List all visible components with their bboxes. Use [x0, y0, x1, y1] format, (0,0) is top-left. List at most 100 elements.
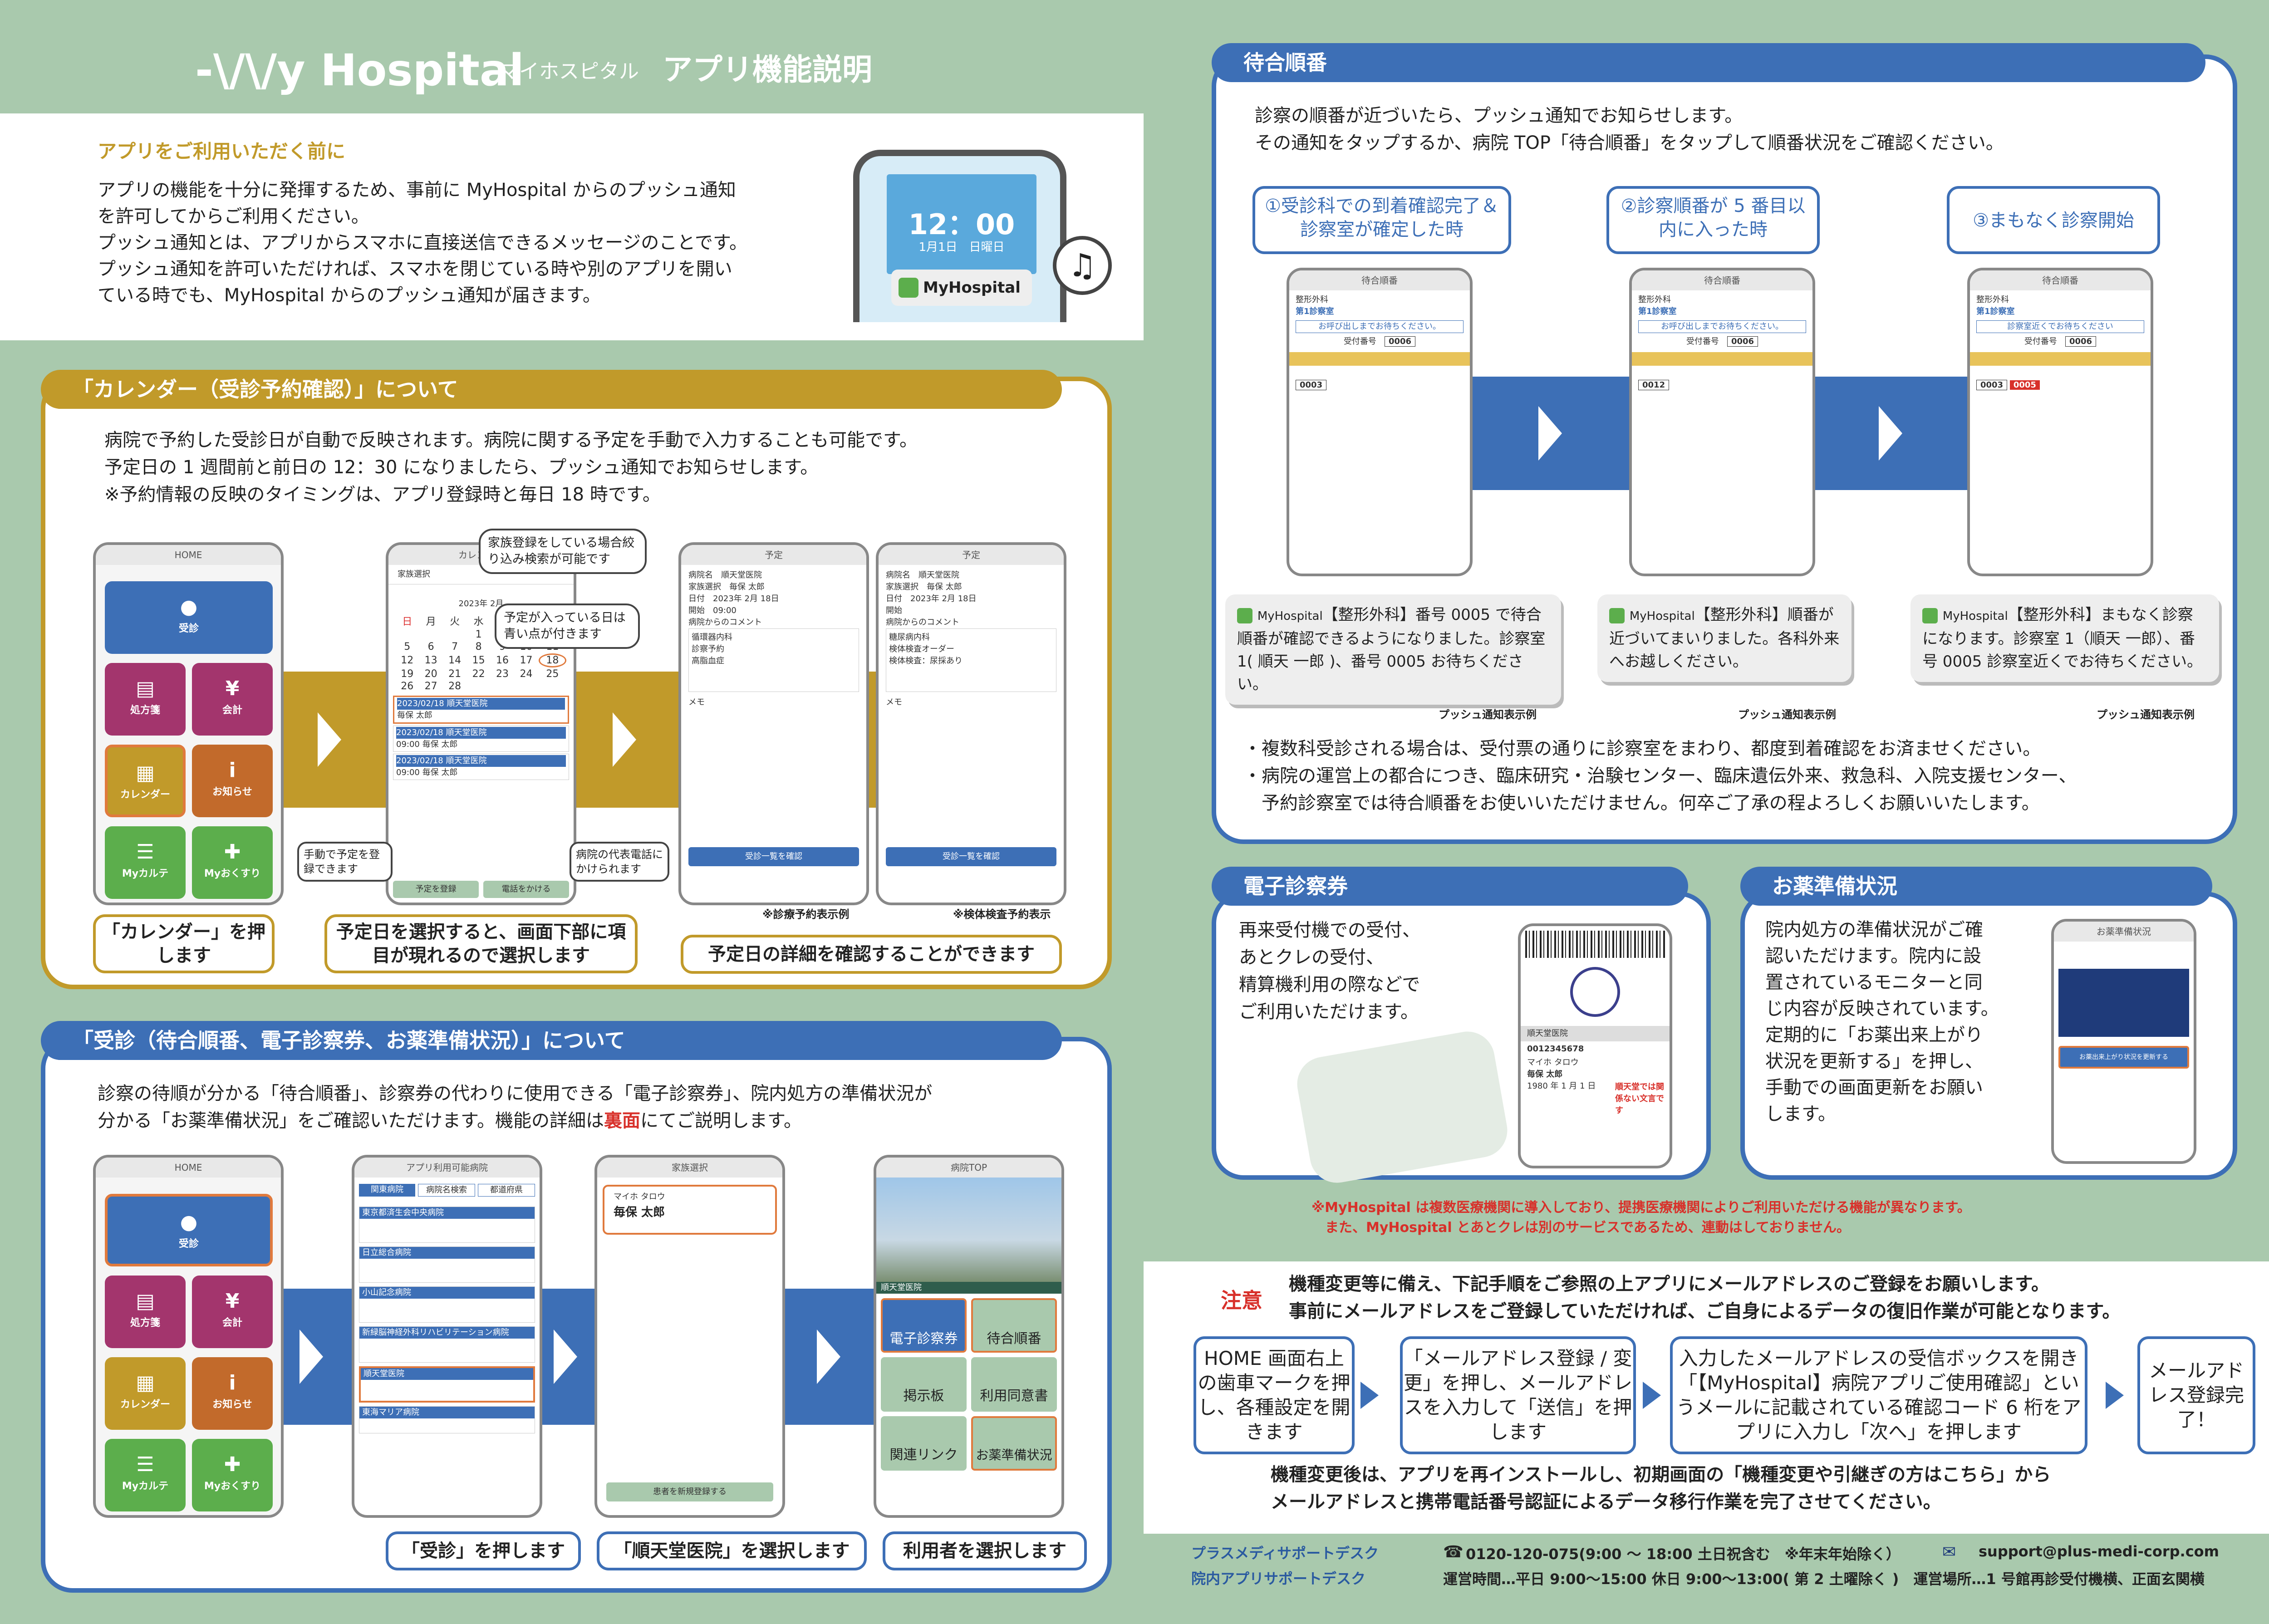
caution-step-2: 「メールアドレス登録 / 変更」を押し、メールアドレスを入力して「送信」を押しま… — [1400, 1336, 1636, 1454]
day[interactable]: 8 — [475, 641, 482, 653]
disclaimer-line: また、MyHospital とあとクレは別のサービスであるため、連動はしておりま… — [1325, 1220, 1851, 1236]
myhospital-icon — [1609, 608, 1625, 623]
e-card-button[interactable]: 電子診察券 — [881, 1298, 967, 1353]
detail-row: 日付 2023年 2月 18日 — [688, 594, 779, 603]
tab-prefecture[interactable]: 都道府県 — [478, 1184, 535, 1197]
weekday: 水 — [473, 616, 484, 628]
day[interactable]: 1 — [475, 629, 482, 640]
day[interactable] — [491, 681, 514, 692]
day[interactable]: 7 — [452, 641, 458, 653]
weekday: 火 — [450, 616, 460, 628]
disclaimer: ※MyHospital は複数医療機関に導入しており、提携医療機関によりご利用い… — [1311, 1198, 1971, 1238]
caution-after-line: 機種変更後は、アプリを再インストールし、初期画面の「機種変更や引継ぎの方はこちら… — [1271, 1464, 2051, 1485]
machi-line: その通知をタップするか、病院 TOP「待合順番」をタップして順番状況をご確認くだ… — [1255, 132, 2004, 153]
jushin-text: 診察の待順が分かる「待合順番」、診察券の代わりに使用できる「電子診察券」、院内処… — [98, 1080, 932, 1134]
room: 第1診察室 — [1296, 307, 1334, 316]
calendar-line: 病院で予約した受診日が自動で反映されます。病院に関する予定を手動で入力することも… — [104, 430, 918, 451]
bullet: ・病院の運営上の都合につき、臨床研究・治験センター、臨床遺伝外来、救急科、入院支… — [1243, 765, 2077, 786]
day[interactable]: 13 — [424, 655, 437, 666]
day[interactable]: 17 — [520, 655, 533, 666]
day[interactable] — [396, 629, 418, 640]
day[interactable]: 21 — [448, 668, 462, 680]
list-button[interactable]: 受診一覧を確認 — [886, 847, 1056, 866]
medicine-screen: お薬準備状況 お薬出来上がり状況を更新する — [2051, 919, 2196, 1164]
day[interactable]: 14 — [448, 655, 462, 666]
family-member[interactable]: マイホ タロウ 毎保 太郎 — [603, 1185, 777, 1235]
family-select[interactable]: 家族選択 — [388, 565, 574, 584]
tab-search[interactable]: 病院名検索 — [418, 1184, 475, 1197]
day[interactable] — [467, 681, 490, 692]
day[interactable]: 23 — [496, 668, 509, 680]
hospital-item[interactable]: 東海マリア病院 — [359, 1406, 535, 1433]
day[interactable]: 28 — [448, 681, 462, 692]
day[interactable]: 24 — [520, 668, 533, 680]
day[interactable] — [419, 629, 442, 640]
tile-prescription[interactable]: ▤処方箋 — [105, 1276, 186, 1348]
consent-button[interactable]: 利用同意書 — [971, 1357, 1057, 1412]
day[interactable]: 22 — [472, 668, 485, 680]
hospital-item[interactable]: 新緑脳神経外科リハビリテーション病院 — [359, 1326, 535, 1363]
push-note: プッシュ通知表示例 — [1439, 708, 1537, 721]
tile-mykarte[interactable]: ☰Myカルテ — [105, 1439, 186, 1511]
call-button[interactable]: 電話をかける — [483, 881, 569, 898]
day[interactable] — [539, 681, 566, 692]
day[interactable]: 27 — [424, 681, 437, 692]
day[interactable] — [515, 681, 537, 692]
tile-prescription[interactable]: ▤処方箋 — [105, 663, 186, 736]
day[interactable]: 25 — [546, 668, 559, 680]
tile-jushin[interactable]: ●受診 — [105, 581, 273, 654]
current-number: 0003 — [1296, 380, 1327, 390]
day[interactable]: 16 — [496, 655, 509, 666]
day[interactable]: 19 — [401, 668, 414, 680]
tile-calendar[interactable]: ▦カレンダー — [105, 745, 186, 817]
tile-payment[interactable]: ¥会計 — [192, 663, 273, 736]
page-title: アプリ機能説明 — [663, 52, 872, 87]
register-patient-button[interactable]: 患者を新規登録する — [606, 1482, 773, 1501]
tile-mykarte[interactable]: ☰Myカルテ — [105, 826, 186, 899]
medicine-board — [2058, 969, 2189, 1037]
hospital-item-selected[interactable]: 順天堂医院 — [359, 1366, 535, 1403]
medicine-title: お薬準備状況 — [1740, 867, 2212, 906]
medicine-status-button[interactable]: お薬準備状況 — [971, 1416, 1057, 1471]
detail-header: 予定 — [879, 545, 1064, 565]
tile-mymedicine[interactable]: ✚Myおくすり — [192, 1439, 273, 1511]
day[interactable]: 5 — [404, 641, 411, 653]
day[interactable]: 6 — [427, 641, 434, 653]
medicine-line: じ内容が反映されています。 — [1765, 998, 1999, 1019]
jushin-caption-1: 「受診」を押します — [386, 1531, 581, 1570]
note-2: ※検体検査予約表示 — [953, 908, 1051, 921]
day-selected[interactable]: 18 — [538, 653, 566, 667]
hospital-item[interactable]: 小山記念病院 — [359, 1286, 535, 1323]
links-button[interactable]: 関連リンク — [881, 1416, 967, 1471]
desk-name: 院内アプリサポートデスク — [1191, 1570, 1366, 1587]
tile-payment[interactable]: ¥会計 — [192, 1276, 273, 1348]
event-item[interactable]: 2023/02/18 順天堂医院毎保 太郎 — [393, 696, 569, 724]
hospital-item[interactable]: 日立総合病院 — [359, 1246, 535, 1283]
support-phone: 0120-120-075(9:00 ～ 18:00 土日祝含む ※年末年始除く） — [1466, 1545, 1901, 1563]
document-icon: ▤ — [136, 1290, 155, 1313]
day[interactable]: 12 — [401, 655, 414, 666]
tile-jushin[interactable]: ●受診 — [105, 1194, 273, 1266]
day[interactable] — [443, 629, 466, 640]
tab-kanto[interactable]: 関東病院 — [359, 1184, 415, 1197]
hospital-item[interactable]: 東京都済生会中央病院 — [359, 1207, 535, 1243]
bulletin-button[interactable]: 掲示板 — [881, 1357, 967, 1412]
tile-mymedicine[interactable]: ✚Myおくすり — [192, 826, 273, 899]
day[interactable]: 20 — [424, 668, 437, 680]
refresh-medicine-button[interactable]: お薬出来上がり状況を更新する — [2058, 1046, 2189, 1069]
day[interactable]: 26 — [401, 681, 414, 692]
add-event-button[interactable]: 予定を登録 — [393, 881, 479, 898]
waiting-order-button[interactable]: 待合順番 — [971, 1298, 1057, 1353]
hospital-name-bar: 順天堂医院 — [876, 1282, 1061, 1294]
day[interactable]: 15 — [472, 655, 485, 666]
support-email[interactable]: support@plus-medi-corp.com — [1979, 1543, 2219, 1560]
medicine-line: 置されているモニターと同 — [1765, 972, 1983, 993]
tile-calendar[interactable]: ▦カレンダー — [105, 1357, 186, 1430]
list-button[interactable]: 受診一覧を確認 — [688, 847, 859, 866]
flow-arrow — [1538, 406, 1562, 461]
